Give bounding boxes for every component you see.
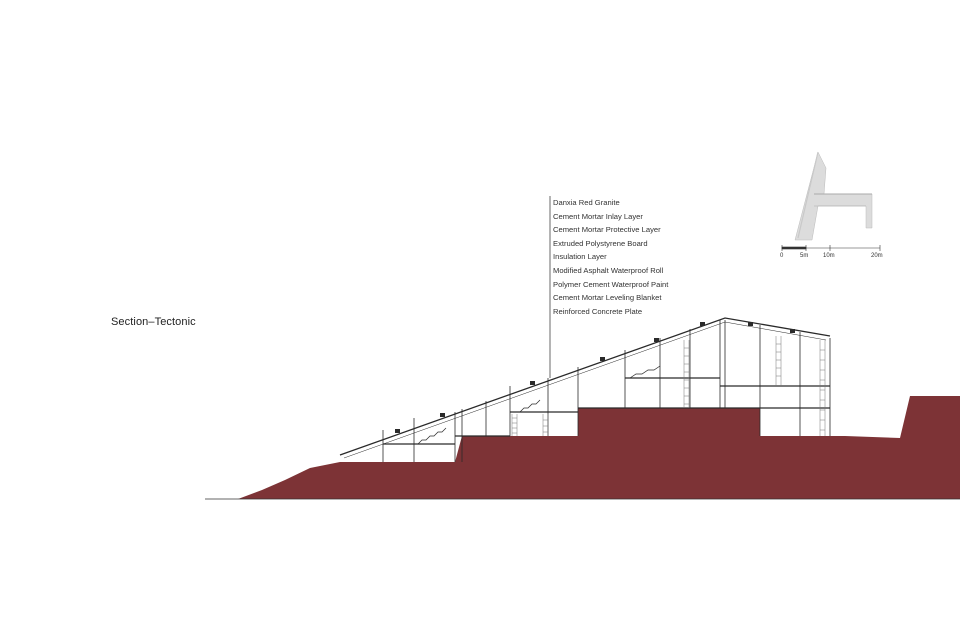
scale-label: 0 xyxy=(780,253,784,259)
layer-label: Cement Mortar Leveling Blanket xyxy=(553,293,662,303)
stairs xyxy=(417,365,661,445)
layer-label: Reinforced Concrete Plate xyxy=(553,306,643,316)
roof-trusses xyxy=(395,322,795,433)
layer-label: Danxia Red Granite xyxy=(553,198,620,207)
key-plan xyxy=(794,151,873,241)
ladders xyxy=(511,336,826,436)
scale-label: 10m xyxy=(823,253,835,259)
drawing-title: Section–Tectonic xyxy=(111,316,196,328)
scale-bar xyxy=(781,245,881,251)
layer-label-list: Danxia Red Granite Cement Mortar Inlay L… xyxy=(553,196,668,318)
walls xyxy=(382,320,831,462)
layer-label: Insulation Layer xyxy=(553,252,607,262)
layer-label: Modified Asphalt Waterproof Roll xyxy=(553,265,664,275)
scale-label: 5m xyxy=(800,253,809,259)
layer-label: Polymer Cement Waterproof Paint xyxy=(553,279,669,289)
scale-label: 20m xyxy=(871,253,883,259)
ground-mass xyxy=(238,396,960,499)
layer-label: Extruded Polystyrene Board xyxy=(553,238,648,248)
floor-slabs xyxy=(383,377,830,445)
layer-label: Cement Mortar Inlay Layer xyxy=(553,211,643,221)
layer-label: Cement Mortar Protective Layer xyxy=(553,225,661,235)
